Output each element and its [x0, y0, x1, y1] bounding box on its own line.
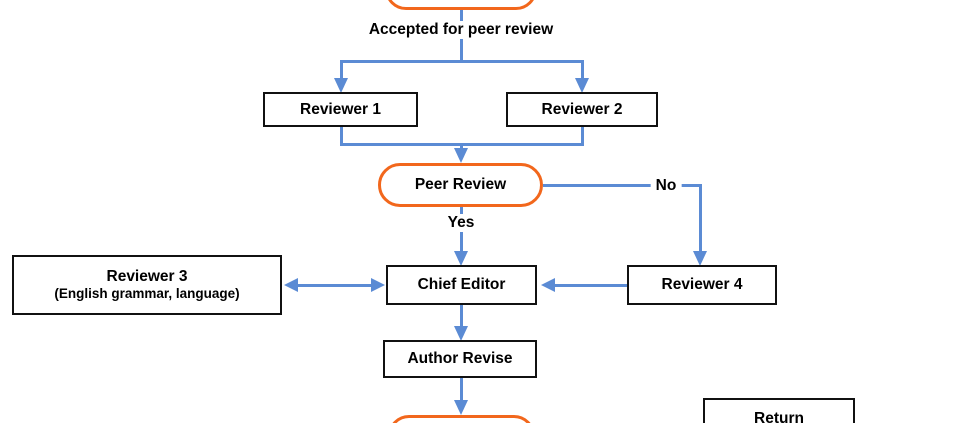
edge-reviewer3-chief-editor — [296, 283, 373, 287]
node-reviewer1-label: Reviewer 1 — [300, 100, 381, 118]
node-reviewer4: Reviewer 4 — [627, 265, 777, 305]
edge-label-yes: Yes — [442, 214, 480, 232]
edge-peer-review-no-2 — [681, 184, 702, 187]
edge-merge-to-peer-review — [459, 145, 463, 150]
edge-branch-top — [339, 60, 584, 63]
terminal-top — [385, 0, 537, 10]
edge-author-revise-down — [459, 378, 463, 401]
node-reviewer3-sublabel: (English grammar, language) — [54, 286, 240, 302]
edge-yes-down — [459, 231, 463, 252]
arrowhead-to-author-revise — [454, 326, 468, 341]
arrowhead-to-chief-editor-left — [371, 278, 385, 292]
edge-no-down — [698, 184, 702, 252]
node-chief-editor-label: Chief Editor — [417, 276, 506, 294]
node-return: Return — [703, 398, 855, 423]
node-reviewer3-label: Reviewer 3 — [106, 268, 188, 286]
edge-peer-review-yes-stub — [459, 207, 463, 215]
node-reviewer2: Reviewer 2 — [506, 92, 658, 127]
node-reviewer4-label: Reviewer 4 — [661, 276, 743, 294]
edge-branch-merge — [339, 143, 584, 146]
arrowhead-to-chief-editor — [454, 251, 468, 266]
edge-chief-editor-author-revise — [459, 305, 463, 327]
edge-branch-to-reviewer2 — [580, 62, 584, 79]
edge-branch-to-reviewer1 — [339, 62, 343, 79]
edge-label-accepted: Accepted for peer review — [363, 21, 559, 39]
arrowhead-to-bottom-terminal — [454, 400, 468, 415]
arrowhead-to-reviewer4 — [693, 251, 707, 266]
arrowhead-to-peer-review — [454, 148, 468, 163]
node-author-revise-label: Author Revise — [407, 350, 513, 368]
node-return-label: Return — [754, 410, 804, 423]
node-peer-review: Peer Review — [378, 163, 543, 207]
arrowhead-to-chief-editor-right — [541, 278, 555, 292]
arrowhead-to-reviewer2 — [575, 78, 589, 93]
edge-label-no: No — [650, 177, 682, 195]
node-peer-review-label: Peer Review — [414, 176, 507, 194]
edge-reviewer1-down — [339, 127, 343, 146]
node-reviewer1: Reviewer 1 — [263, 92, 418, 127]
node-reviewer2-label: Reviewer 2 — [541, 100, 623, 118]
node-author-revise: Author Revise — [383, 340, 537, 378]
edge-reviewer2-down — [580, 127, 584, 146]
edge-reviewer4-chief-editor — [555, 283, 627, 287]
arrowhead-to-reviewer3 — [284, 278, 298, 292]
terminal-bottom — [388, 415, 535, 423]
arrowhead-to-reviewer1 — [334, 78, 348, 93]
node-chief-editor: Chief Editor — [386, 265, 537, 305]
node-reviewer3: Reviewer 3 (English grammar, language) — [12, 255, 282, 315]
edge-peer-review-no-1 — [543, 184, 653, 187]
